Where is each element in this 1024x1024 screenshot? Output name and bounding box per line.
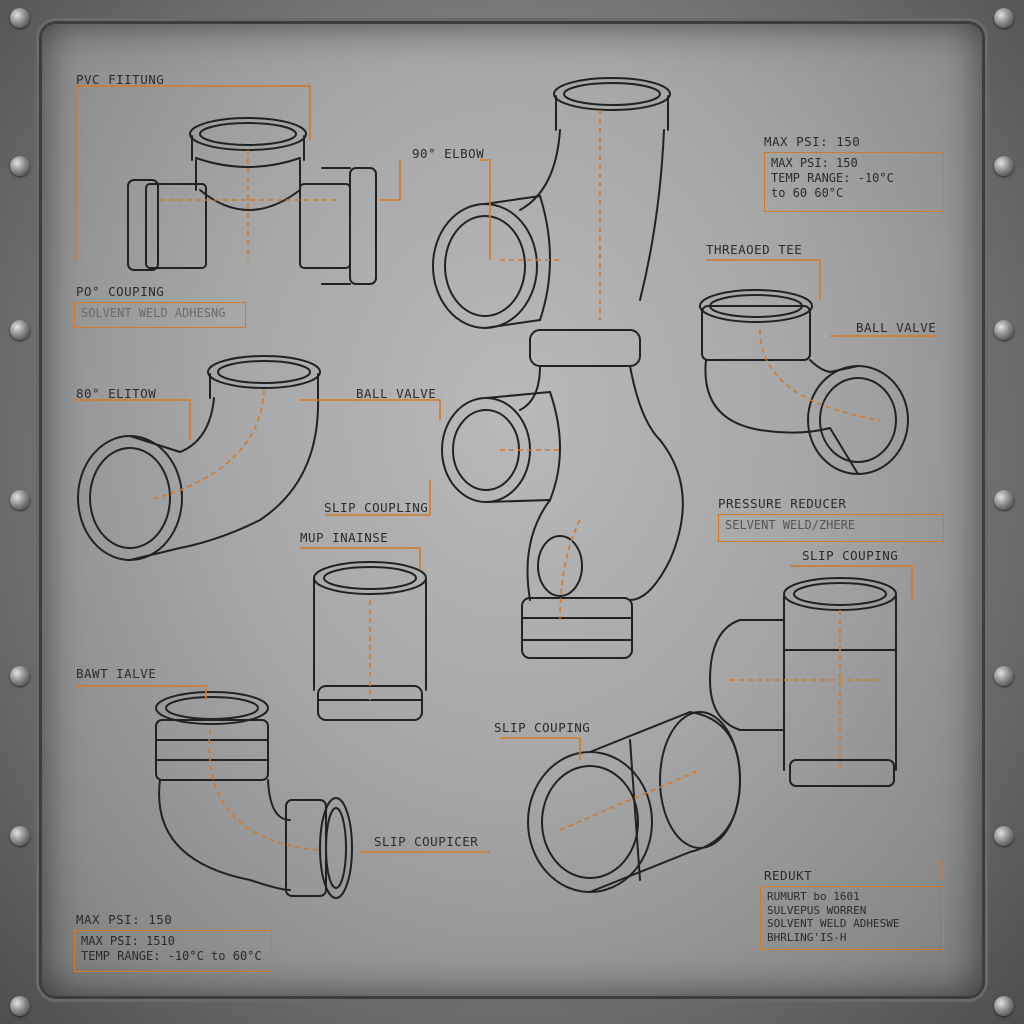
rivet-icon [10,156,30,176]
rivet-icon [10,996,30,1016]
label-ball-valve-center: BALL VALVE [356,386,437,401]
label-90-elbow: 90° ELBOW [412,146,485,161]
label-slip-coupicer: SLIP COUPICER [374,834,479,849]
elbow-left [77,355,321,561]
box-solvent-right: SELVENT WELD/ZHERE [718,514,944,542]
rivet-icon [994,826,1014,846]
rivet-icon [10,666,30,686]
rivet-icon [994,320,1014,340]
label-pvc-fitting: PVC FIITUNG [76,72,165,87]
rivet-icon [994,156,1014,176]
rivet-icon [994,666,1014,686]
label-max-psi-top: MAX PSI: 150 [764,134,861,149]
label-pressure-reducer: PRESSURE REDUCER [718,496,847,511]
rivet-icon [994,996,1014,1016]
rivet-icon [10,8,30,28]
elbow-assembly-center [432,77,684,659]
rivet-icon [10,320,30,340]
slip-coupling-bottom [527,711,741,893]
elbow-right [699,289,909,475]
rivet-icon [994,8,1014,28]
elbow-bottom-left [155,691,353,899]
box-max-psi-top: MAX PSI: 150 TEMP RANGE: -10°C to 60 60°… [764,152,944,212]
label-slip-couping-bottom: SLIP COUPING [494,720,591,735]
label-ball-valve-right: BALL VALVE [856,320,937,335]
rivet-icon [10,826,30,846]
tee-fitting-top-left [127,117,377,285]
label-bawt-valve: BAWT IALVE [76,666,157,681]
label-90-coupling: PO° COUPING [76,284,165,299]
label-slip-coupling-center: SLIP COUPLING [324,500,429,515]
label-reduit: REDUKT [764,868,813,883]
diagram-panel [42,24,982,996]
rivet-icon [994,490,1014,510]
label-slip-couping-right: SLIP COUPING [802,548,899,563]
label-mup-nainse: MUP INAINSE [300,530,389,545]
label-80-elbow: 80° ELITOW [76,386,157,401]
label-threaded-tee: THREAOED TEE [706,242,803,257]
label-max-psi-bottom: MAX PSI: 150 [76,912,173,927]
box-max-psi-bottom: MAX PSI: 1510 TEMP RANGE: -10°C to 60°C [74,930,272,972]
box-reduit-specs: RUMURT bo 1601 SULVEPUS WORREN SOLVENT W… [760,886,944,950]
box-solvent-left: SOLVENT WELD ADHESNG [74,302,246,328]
coupling-small [313,561,427,721]
rivet-icon [10,490,30,510]
